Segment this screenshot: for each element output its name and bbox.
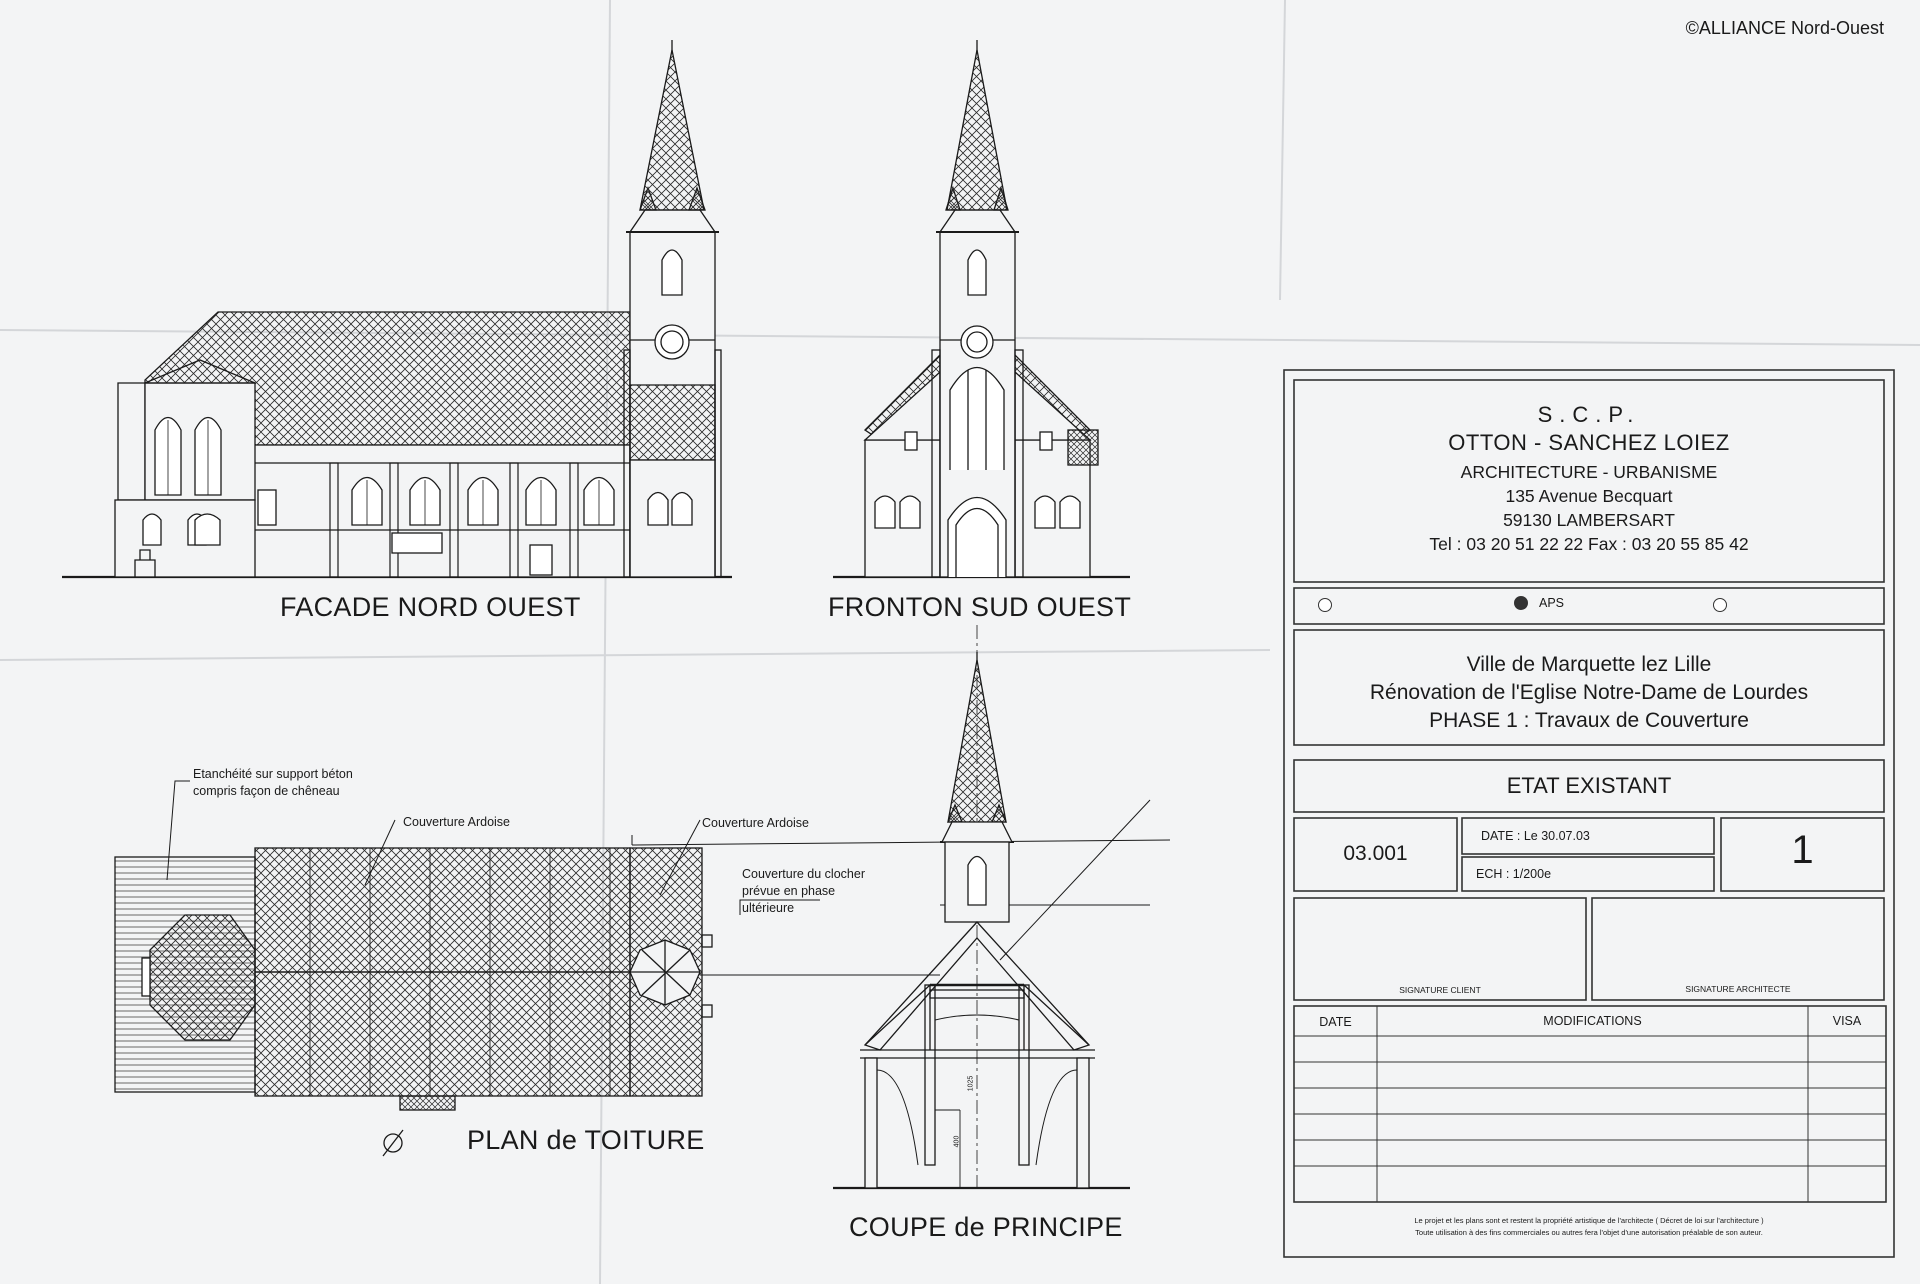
modifications-header-modifications: MODIFICATIONS [1543, 1014, 1642, 1028]
facade-nord-ouest-title: FACADE NORD OUEST [280, 592, 581, 622]
phase-option-label: APS [1539, 596, 1565, 610]
project-client: Ville de Marquette lez Lille [1466, 653, 1712, 676]
copyright-notice: ©ALLIANCE Nord-Ouest [1685, 18, 1884, 38]
fronton-sud-ouest-drawing [833, 40, 1130, 579]
annotation-couverture-ardoise-nave: Couverture Ardoise [403, 815, 511, 829]
plan-toiture-drawing [114, 780, 1171, 1157]
modifications-header-visa: VISA [1832, 1014, 1862, 1028]
fronton-sud-ouest-title: FRONTON SUD OUEST [828, 592, 1132, 622]
firm-discipline: ARCHITECTURE - URBANISME [1460, 462, 1718, 482]
drawing-scale: ECH : 1/200e [1476, 867, 1552, 881]
drawing-date: DATE : Le 30.07.03 [1481, 829, 1590, 843]
annotation-clocher-line2: prévue en phase [742, 884, 836, 898]
firm-scp: S.C.P. [1537, 402, 1641, 427]
phase-radio-3 [1713, 598, 1727, 612]
annotation-clocher-line3: ultérieure [742, 901, 795, 915]
drawing-state: ETAT EXISTANT [1506, 773, 1672, 798]
firm-phones: Tel : 03 20 51 22 22 Fax : 03 20 55 85 4… [1429, 534, 1749, 554]
drawing-number: 03.001 [1343, 842, 1408, 865]
modifications-header-date: DATE [1319, 1015, 1352, 1029]
phase-radio-1 [1318, 598, 1332, 612]
annotation-etancheite-line2: compris façon de chêneau [193, 784, 340, 798]
facade-nord-ouest-drawing [62, 40, 732, 579]
signature-architect-label: SIGNATURE ARCHITECTE [1685, 984, 1791, 994]
coupe-principe-drawing [833, 625, 1130, 1190]
annotation-couverture-ardoise-tower: Couverture Ardoise [702, 816, 810, 830]
annotation-clocher-line1: Couverture du clocher [742, 867, 865, 881]
firm-address: 135 Avenue Becquart [1505, 486, 1673, 506]
annotation-etancheite-line1: Etanchéité sur support béton [193, 767, 353, 781]
sheet-number: 1 [1791, 828, 1814, 872]
phase-radio-aps [1514, 596, 1528, 610]
title-block-frame [1283, 369, 1895, 1258]
legal-notice-line1: Le projet et les plans sont et restent l… [1414, 1216, 1764, 1225]
firm-name: OTTON - SANCHEZ LOIEZ [1448, 430, 1730, 455]
project-phase: PHASE 1 : Travaux de Couverture [1429, 709, 1749, 732]
dimension-400: 400 [953, 1135, 961, 1148]
legal-notice-line2: Toute utilisation à des fins commerciale… [1415, 1228, 1763, 1237]
dimension-1025: 1025 [967, 1075, 975, 1092]
coupe-principe-title: COUPE de PRINCIPE [849, 1212, 1123, 1242]
firm-city: 59130 LAMBERSART [1503, 510, 1675, 530]
plan-toiture-title: PLAN de TOITURE [467, 1125, 705, 1155]
project-name: Rénovation de l'Eglise Notre-Dame de Lou… [1369, 681, 1809, 704]
signature-client-label: SIGNATURE CLIENT [1399, 985, 1481, 995]
